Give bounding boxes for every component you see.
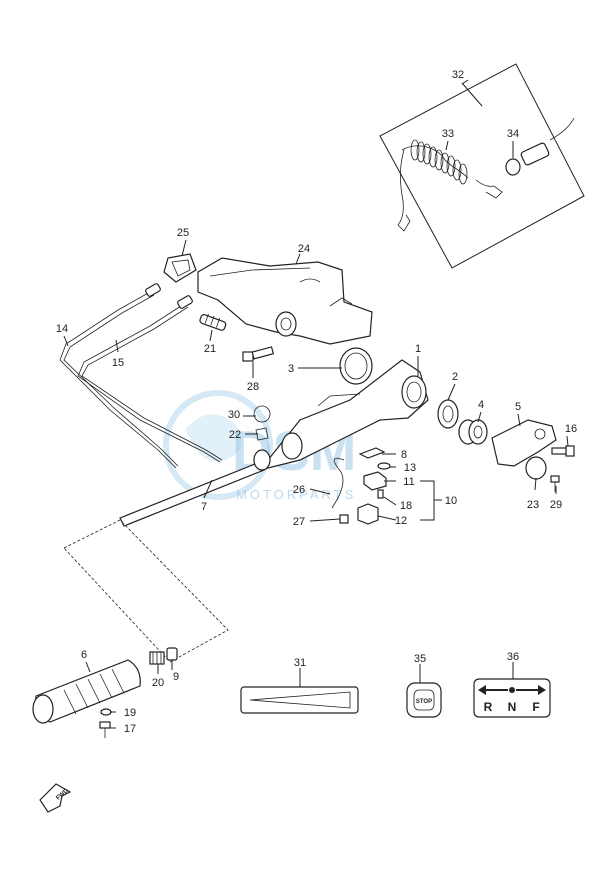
decal-gear-f: F: [532, 700, 539, 714]
callout-8: 8: [401, 449, 407, 461]
decal-gear-n: N: [508, 700, 517, 714]
callout-33: 33: [442, 128, 454, 140]
callout-20: 20: [152, 677, 164, 689]
callout-12: 12: [395, 515, 407, 527]
callout-21: 21: [204, 343, 216, 355]
washer-2: [437, 399, 459, 429]
decal-35: STOP: [406, 682, 442, 718]
callout-15: 15: [112, 357, 124, 369]
callout-18: 18: [400, 500, 412, 512]
decal-gear-r: R: [484, 700, 493, 714]
callout-13: 13: [404, 462, 416, 474]
grip-dashed-outline: [63, 519, 229, 663]
small-parts: [339, 447, 391, 525]
stop-switch: [505, 117, 575, 176]
callout-22: 22: [229, 429, 241, 441]
callout-10: 10: [445, 495, 457, 507]
callout-29: 29: [550, 499, 562, 511]
callout-23: 23: [527, 499, 539, 511]
callout-6: 6: [81, 649, 87, 661]
bolt-16: [551, 445, 575, 457]
spring-20: [149, 651, 165, 665]
washer-19: [100, 708, 112, 716]
callout-36: 36: [507, 651, 519, 663]
bracket-5: [491, 419, 557, 467]
callout-32: 32: [452, 69, 464, 81]
tiller-arm: [258, 359, 429, 472]
callout-35: 35: [414, 653, 426, 665]
decal-31: [240, 686, 359, 714]
callout-30: 30: [228, 409, 240, 421]
leader-lines: [63, 79, 569, 729]
callout-7: 7: [201, 501, 207, 513]
screw-29: [550, 475, 560, 492]
steering-bracket: [197, 257, 373, 345]
washer-23: [525, 456, 547, 480]
callout-17: 17: [124, 723, 136, 735]
callout-5: 5: [515, 401, 521, 413]
decal-stop-text: STOP: [416, 699, 432, 705]
damper-25: [163, 253, 197, 283]
watermark-sub: MOTORPARTS: [236, 487, 356, 502]
clip-22: [255, 427, 269, 441]
callout-34: 34: [507, 128, 519, 140]
callout-4: 4: [478, 399, 484, 411]
callout-27: 27: [293, 516, 305, 528]
throttle-cables: [59, 283, 223, 469]
callout-19: 19: [124, 707, 136, 719]
bolt-28: [242, 346, 275, 362]
pin-21: [199, 313, 227, 331]
throttle-grip: [32, 659, 141, 724]
callout-26: 26: [293, 484, 305, 496]
callout-16: 16: [565, 423, 577, 435]
lanyard-coil: [397, 139, 503, 232]
throttle-shaft: [119, 449, 271, 527]
bushing-3: [339, 347, 373, 385]
callout-11: 11: [403, 476, 414, 488]
fwd-arrow-icon: FWD: [39, 783, 72, 813]
callout-28: 28: [247, 381, 259, 393]
callout-2: 2: [452, 371, 458, 383]
callout-9: 9: [173, 671, 179, 683]
callout-31: 31: [294, 657, 306, 669]
callout-14: 14: [56, 323, 68, 335]
callout-labels: 1 2 3 4 5 6 7 8 9 10 11 12 13 14 15 16 1…: [56, 69, 577, 735]
wire-26: [331, 457, 345, 509]
screw-17: [99, 721, 111, 738]
pin-9: [166, 647, 178, 661]
lanyard-group-box: [379, 63, 585, 269]
callout-1: 1: [415, 343, 421, 355]
decal-36: R N F: [473, 678, 551, 718]
callout-3: 3: [288, 363, 294, 375]
callout-25: 25: [177, 227, 189, 239]
spacer-4: [458, 419, 488, 445]
ring-30: [253, 405, 271, 423]
callout-24: 24: [298, 243, 310, 255]
